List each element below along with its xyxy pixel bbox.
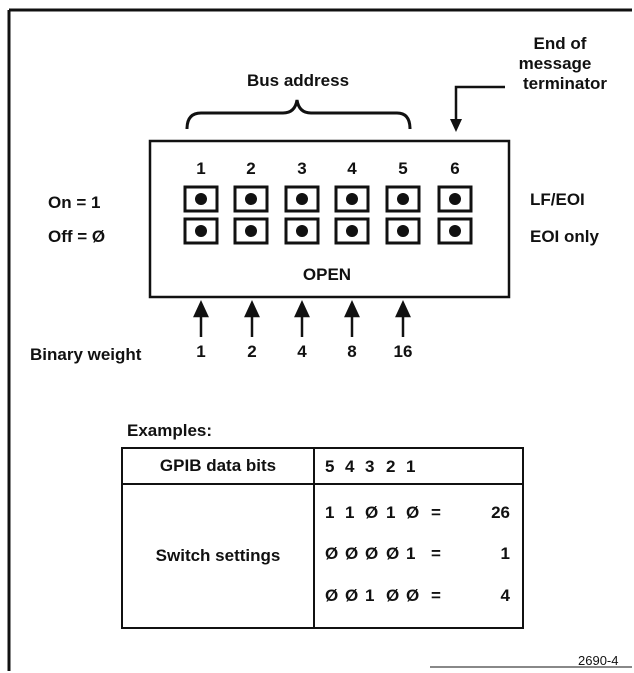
binary-weight-1: 1	[196, 342, 206, 361]
terminator-arrow-line	[454, 85, 505, 121]
switch-number-5: 5	[398, 159, 408, 178]
setting-3-bit-4: Ø	[345, 586, 359, 605]
bus-address-brace	[185, 99, 412, 130]
switch-settings-row: Switch settings 1 1 Ø 1 Ø = 26 Ø Ø Ø Ø 1…	[121, 483, 524, 629]
setting-1-bit-3: Ø	[365, 503, 379, 522]
switch-number-3: 3	[297, 159, 307, 178]
setting-1-bit-2: 1	[386, 503, 396, 522]
switch-number-2: 2	[246, 159, 256, 178]
bit-header-2: 2	[386, 457, 396, 476]
binary-weight-8: 8	[347, 342, 357, 361]
setting-2-bit-4: Ø	[345, 544, 359, 563]
lf-eoi-label: LF/EOI	[530, 190, 585, 209]
setting-3-equals: =	[431, 586, 441, 605]
setting-2-value: 1	[500, 544, 510, 563]
setting-3-value: 4	[500, 586, 510, 605]
setting-2-bit-3: Ø	[365, 544, 379, 563]
switch-number-1: 1	[196, 159, 206, 178]
switch-3	[284, 185, 320, 245]
binary-weight-2: 2	[247, 342, 257, 361]
eoi-only-label: EOI only	[530, 227, 599, 246]
terminator-label-line3: terminator	[522, 74, 608, 93]
setting-1-value: 26	[491, 503, 510, 522]
switch-settings-label: Switch settings	[121, 483, 315, 629]
bit-header-3: 3	[365, 457, 375, 476]
on-label: On = 1	[48, 193, 101, 212]
setting-3-bit-2: Ø	[386, 586, 400, 605]
bit-headers: 5 4 3 2 1	[313, 447, 524, 485]
bit-header-5: 5	[325, 457, 335, 476]
setting-2-bit-2: Ø	[386, 544, 400, 563]
binary-weight-16: 16	[393, 342, 413, 361]
setting-3-bit-5: Ø	[325, 586, 339, 605]
examples-heading: Examples:	[127, 421, 213, 440]
figure-number: 2690-4	[578, 653, 619, 668]
bit-header-4: 4	[345, 457, 355, 476]
bus-address-label: Bus address	[246, 71, 350, 90]
off-label: Off = Ø	[48, 227, 106, 246]
binary-weight-4: 4	[297, 342, 307, 361]
switch-5	[385, 185, 421, 245]
examples-table: GPIB data bits 5 4 3 2 1 Switch settings…	[121, 447, 524, 629]
terminator-arrowhead	[450, 119, 462, 132]
binary-weight-arrows	[193, 300, 411, 337]
setting-1-equals: =	[431, 503, 441, 522]
data-bits-row: GPIB data bits 5 4 3 2 1	[121, 447, 524, 485]
setting-2-equals: =	[431, 544, 441, 563]
switch-4	[334, 185, 370, 245]
terminator-label-line2: message	[518, 54, 592, 73]
open-label: OPEN	[302, 265, 352, 284]
switch-2	[233, 185, 269, 245]
setting-2-bit-5: Ø	[325, 544, 339, 563]
switch-6	[437, 185, 473, 245]
setting-1-bit-5: 1	[325, 503, 335, 522]
setting-3-bit-1: Ø	[406, 586, 420, 605]
binary-weight-label: Binary weight	[30, 345, 142, 364]
switch-number-4: 4	[347, 159, 357, 178]
setting-2-bit-1: 1	[406, 544, 416, 563]
settings-values: 1 1 Ø 1 Ø = 26 Ø Ø Ø Ø 1 = 1 Ø Ø 1 Ø Ø	[313, 483, 524, 629]
terminator-label-line1: End of	[533, 34, 587, 53]
setting-1-bit-4: 1	[345, 503, 355, 522]
setting-1-bit-1: Ø	[406, 503, 420, 522]
dip-switch-body	[148, 139, 511, 299]
bit-header-1: 1	[406, 457, 416, 476]
data-bits-label: GPIB data bits	[121, 447, 315, 485]
setting-3-bit-3: 1	[365, 586, 375, 605]
switch-number-6: 6	[450, 159, 460, 178]
switch-1	[183, 185, 219, 245]
